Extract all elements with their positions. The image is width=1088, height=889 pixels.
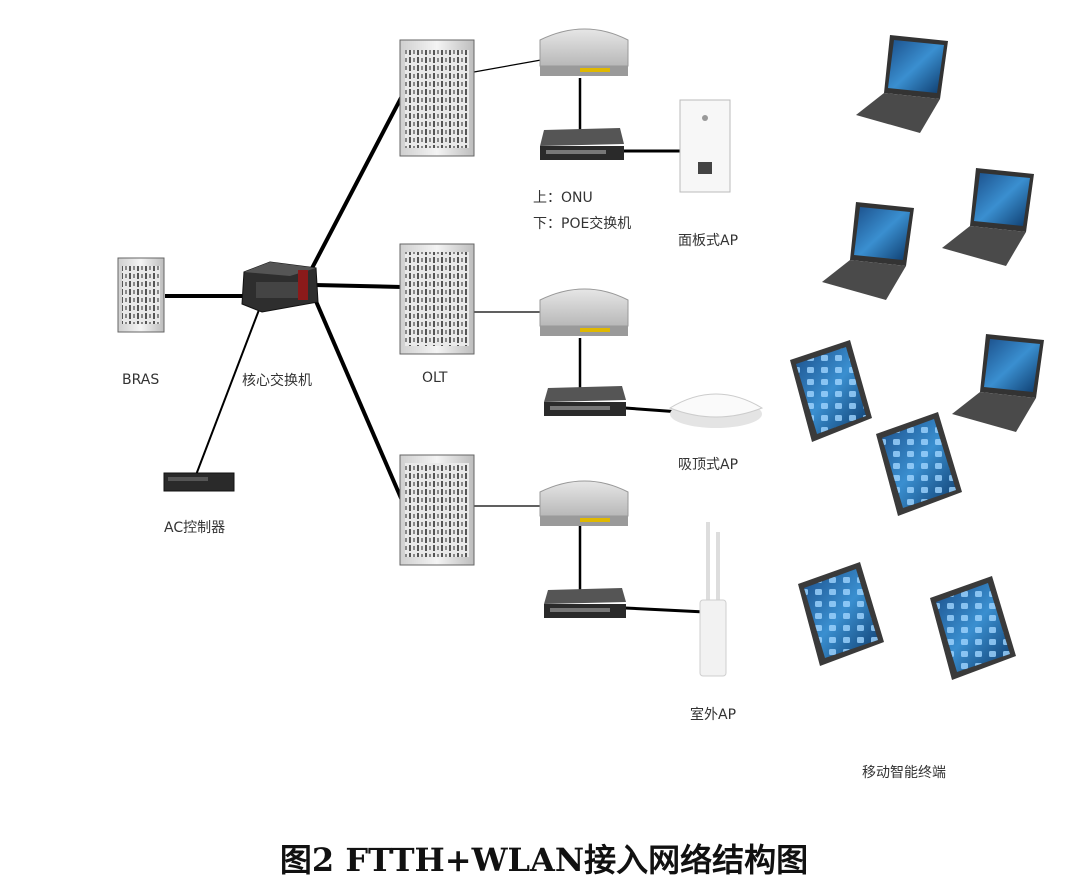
panel-ap-icon [679, 99, 731, 193]
olt-middle-icon [399, 243, 475, 355]
olt-bottom-icon [399, 454, 475, 566]
onu-bottom-icon [539, 480, 629, 526]
onu-middle-icon [539, 288, 629, 336]
mobile-terminals-label: 移动智能终端 [862, 765, 946, 781]
core-switch-icon [241, 261, 319, 313]
ac-controller-icon [163, 472, 235, 492]
laptop-4-icon [952, 334, 1044, 432]
panel-ap-label: 面板式AP [678, 233, 739, 249]
onu-label: 上：ONU [533, 190, 593, 206]
laptop-2-icon [822, 202, 914, 300]
poe-switch-top-icon [540, 128, 624, 160]
outdoor-ap-label: 室外AP [690, 707, 737, 723]
tablet-2-icon [876, 412, 962, 516]
onu-top-icon [539, 28, 629, 76]
tablet-1-icon [790, 340, 872, 442]
laptop-1-icon [856, 35, 948, 133]
ceiling-ap-label: 吸顶式AP [678, 457, 739, 473]
ceiling-ap-icon [668, 393, 764, 428]
links [165, 59, 706, 614]
poe-switch-bottom-icon [544, 588, 626, 618]
olt-top-icon [399, 39, 475, 157]
bras-icon [117, 257, 165, 333]
olt-label: OLT [422, 370, 448, 386]
poe-switch-middle-icon [544, 386, 626, 416]
tablet-3-icon [798, 562, 884, 666]
outdoor-ap-icon [699, 522, 727, 677]
bras-label: BRAS [122, 372, 160, 388]
laptop-3-icon [942, 168, 1034, 266]
core-switch-label: 核心交换机 [242, 373, 312, 389]
figure-caption: 图2 FTTH+WLAN接入网络结构图 [279, 841, 809, 879]
ac-controller-label: AC控制器 [164, 520, 226, 536]
poe-switch-label: 下：POE交换机 [533, 216, 632, 232]
tablet-4-icon [930, 576, 1016, 680]
